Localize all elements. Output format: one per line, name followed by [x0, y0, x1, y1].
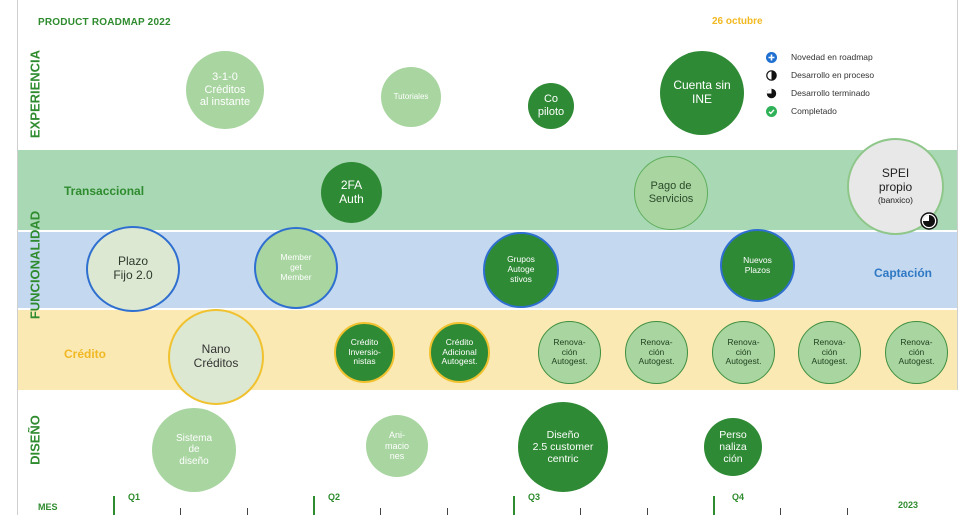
right-border [957, 0, 958, 390]
axis-q2-label: Q2 [328, 492, 341, 502]
axis-q1-tick [113, 496, 115, 515]
band-label-captacion: Captación [874, 266, 933, 280]
legend-label: Desarrollo en proceso [791, 70, 875, 80]
bubble-sistema-de-diseno: Sistema de diseño [152, 408, 236, 492]
axis-q4-tick [713, 496, 715, 515]
axis-month-tick [247, 508, 248, 515]
left-border [17, 0, 18, 515]
bubble-member-get-member: Member get Member [254, 227, 338, 309]
bubble-credito-adicional: Crédito Adicional Autogest. [429, 322, 490, 383]
axis-month-tick [780, 508, 781, 515]
legend-item-novedad: Novedad en roadmap [766, 50, 916, 64]
bubble-grupos-autogestivos: Grupos Autoge stivos [483, 232, 559, 308]
axis-month-tick [180, 508, 181, 515]
bubble-cuenta-sin-ine: Cuenta sin INE [660, 51, 744, 135]
section-diseno: DISEÑO [27, 415, 43, 465]
band-label-transaccional: Transaccional [64, 184, 145, 198]
bubble-2fa-auth: 2FA Auth [321, 162, 382, 223]
bubble-nano-creditos: Nano Créditos [168, 309, 264, 405]
axis-mes-label: MES [38, 502, 58, 512]
axis-q4-label: Q4 [732, 492, 745, 502]
axis-month-tick [847, 508, 848, 515]
plus-circle-icon [766, 51, 777, 63]
roadmap-title: PRODUCT ROADMAP 2022 [38, 17, 171, 28]
axis-q3-tick [513, 496, 515, 515]
bubble-copiloto: Co piloto [528, 83, 574, 129]
bubble-plazo-fijo: Plazo Fijo 2.0 [86, 226, 180, 312]
bubble-creditos-al-instante: 3-1-0 Créditos al instante [186, 51, 264, 129]
legend-label: Novedad en roadmap [791, 52, 873, 62]
three-quarter-circle-icon [766, 88, 777, 99]
legend-item-en-proceso: Desarrollo en proceso [766, 68, 916, 82]
legend-item-terminado: Desarrollo terminado [766, 86, 916, 100]
bubble-credito-inversionistas: Crédito Inversio- nistas [334, 322, 395, 383]
band-label-credito: Crédito [64, 347, 106, 361]
axis-q2-tick [313, 496, 315, 515]
legend-label: Desarrollo terminado [791, 88, 870, 98]
bubble-animaciones: Ani- macio nes [366, 415, 428, 477]
roadmap-date: 26 octubre [712, 16, 763, 27]
bubble-renovacion-3: Renova- ción Autogest. [712, 321, 775, 384]
legend-label: Completado [791, 106, 837, 116]
bubble-renovacion-2: Renova- ción Autogest. [625, 321, 688, 384]
status-terminado-icon [920, 212, 938, 230]
legend-item-completado: Completado [766, 104, 916, 118]
bubble-tutoriales: Tutoriales [381, 67, 441, 127]
bubble-renovacion-5: Renova- ción Autogest. [885, 321, 948, 384]
axis-month-tick [447, 508, 448, 515]
half-circle-icon [766, 69, 777, 81]
axis-2023-label: 2023 [898, 500, 919, 510]
bubble-renovacion-1: Renova- ción Autogest. [538, 321, 601, 384]
section-experiencia: EXPERIENCIA [27, 49, 43, 139]
axis-month-tick [647, 508, 648, 515]
axis-q1-label: Q1 [128, 492, 141, 502]
bubble-personalizacion: Perso naliza ción [704, 418, 762, 476]
check-circle-icon [766, 105, 777, 117]
bubble-nuevos-plazos: Nuevos Plazos [720, 229, 795, 302]
spei-title: SPEI propio [878, 165, 913, 194]
bubble-diseno-2-5: Diseño 2.5 customer centric [518, 402, 608, 492]
axis-month-tick [580, 508, 581, 515]
spei-subtitle: (banxico) [878, 195, 913, 206]
axis-month-tick [380, 508, 381, 515]
band-transaccional [17, 150, 957, 230]
axis-q3-label: Q3 [528, 492, 541, 502]
bubble-renovacion-4: Renova- ción Autogest. [798, 321, 861, 384]
bubble-pago-de-servicios: Pago de Servicios [634, 156, 708, 230]
section-funcionalidad: FUNCIONALIDAD [27, 210, 43, 320]
